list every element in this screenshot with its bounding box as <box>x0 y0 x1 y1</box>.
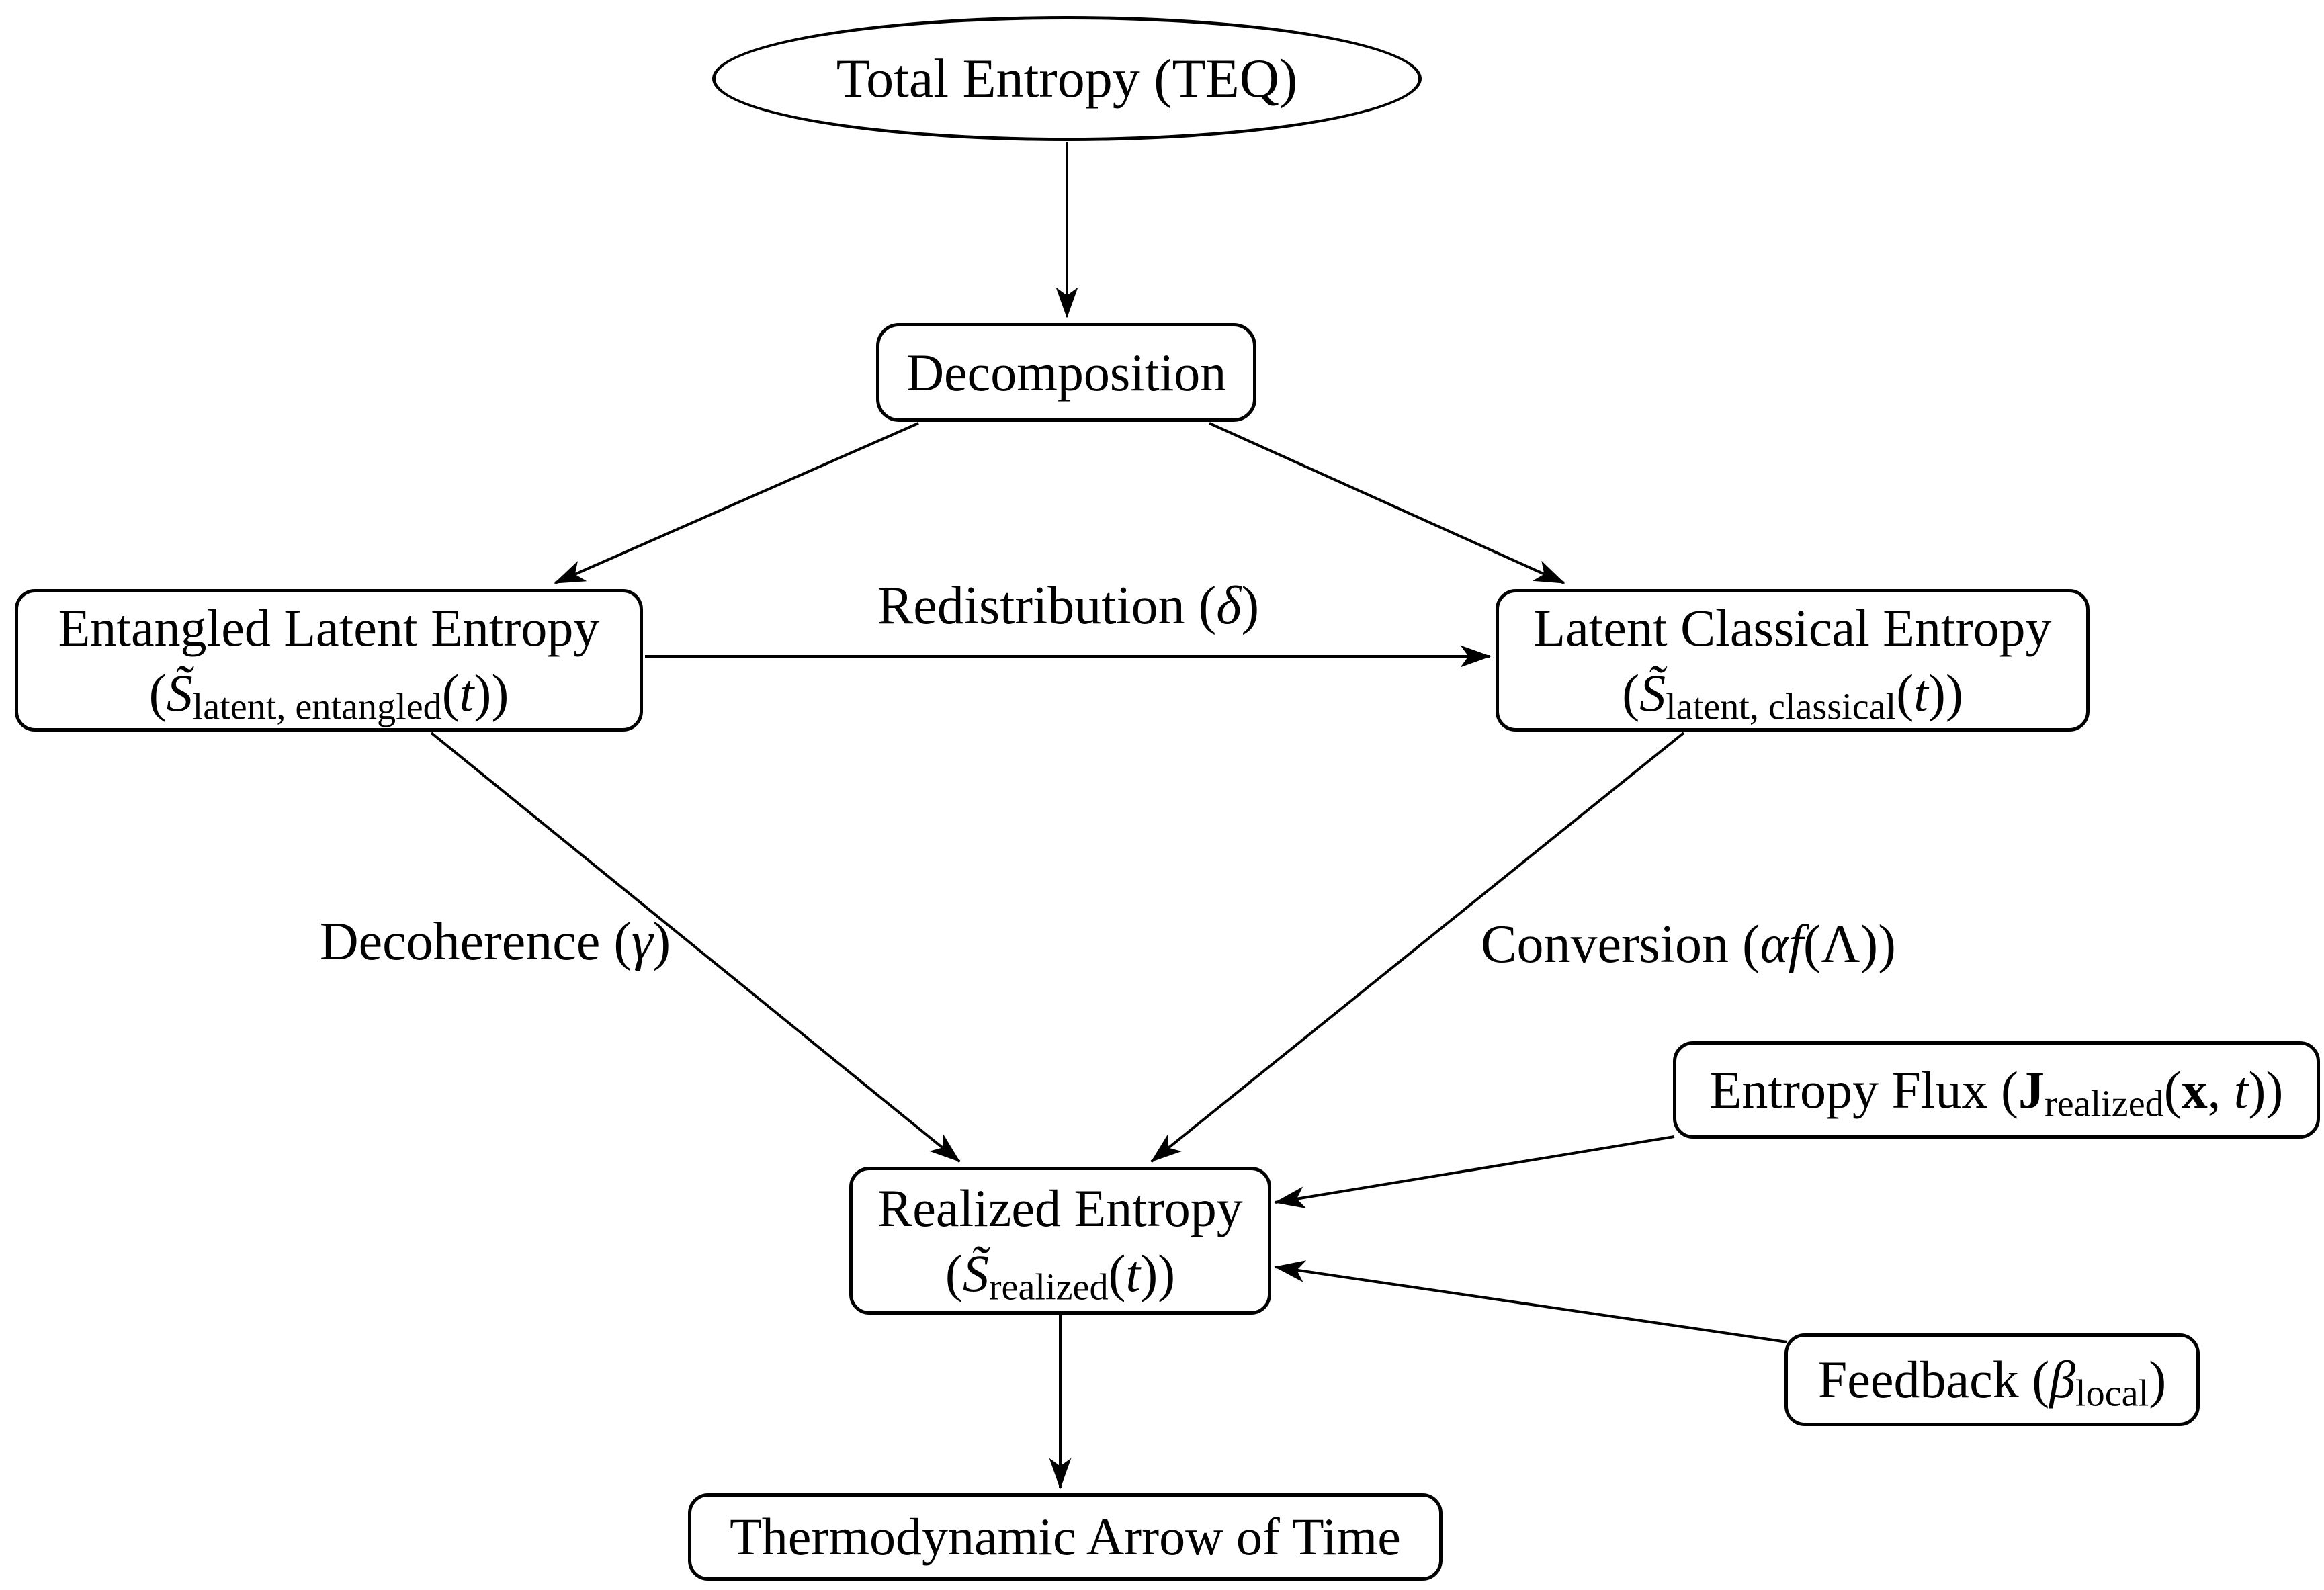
edge-label-decoherence: Decoherence (γ) <box>319 912 671 971</box>
edge-decomposition-to-entangled <box>554 422 919 584</box>
node-thermodynamic-arrow-of-time: Thermodynamic Arrow of Time <box>688 1493 1443 1581</box>
node-total-entropy: Total Entropy (TEQ) <box>712 16 1422 141</box>
entangled-latent-title: Entangled Latent Entropy <box>58 598 600 657</box>
arrow-of-time-label: Thermodynamic Arrow of Time <box>730 1507 1401 1566</box>
edge-feedback-to-realized <box>1274 1260 1788 1343</box>
decomposition-label: Decomposition <box>906 343 1227 402</box>
node-decomposition: Decomposition <box>876 323 1256 422</box>
node-entangled-latent-entropy: Entangled Latent Entropy (S̃latent, enta… <box>15 589 643 732</box>
edge-decomposition-to-classical <box>1209 422 1565 584</box>
node-realized-entropy: Realized Entropy (S̃realized(t)) <box>849 1167 1271 1315</box>
node-latent-classical-entropy: Latent Classical Entropy (S̃latent, clas… <box>1496 589 2090 732</box>
node-feedback: Feedback (βlocal) <box>1784 1333 2200 1426</box>
total-entropy-label: Total Entropy (TEQ) <box>836 47 1298 109</box>
edge-label-redistribution: Redistribution (δ) <box>877 576 1260 635</box>
latent-classical-formula: (S̃latent, classical(t)) <box>1622 664 1963 728</box>
node-entropy-flux: Entropy Flux (Jrealized(x, t)) <box>1673 1041 2320 1139</box>
edge-label-conversion: Conversion (αf(Λ)) <box>1481 915 1896 974</box>
realized-entropy-formula: (S̃realized(t)) <box>945 1244 1176 1309</box>
edge-flux-to-realized <box>1274 1135 1675 1208</box>
entangled-latent-formula: (S̃latent, entangled(t)) <box>148 664 509 728</box>
realized-entropy-title: Realized Entropy <box>877 1178 1243 1237</box>
entropy-flux-label: Entropy Flux (Jrealized(x, t)) <box>1709 1060 2284 1125</box>
feedback-label: Feedback (βlocal) <box>1817 1350 2167 1415</box>
latent-classical-title: Latent Classical Entropy <box>1533 598 2052 657</box>
